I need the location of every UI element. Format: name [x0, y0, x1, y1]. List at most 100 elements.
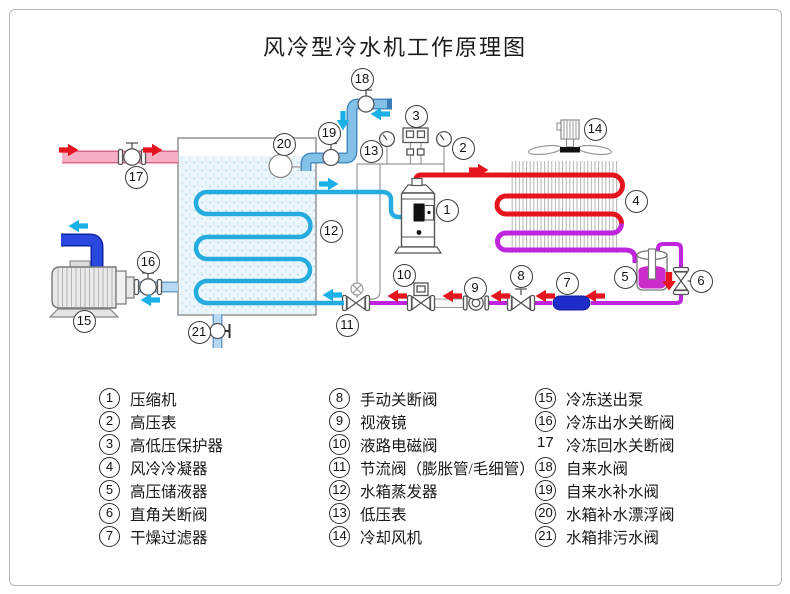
hollow-pipe-segment: [431, 298, 466, 308]
callout-15: 15: [72, 309, 96, 333]
legend-label: 高压储液器: [130, 483, 208, 501]
legend-item: 20 水箱补水漂浮阀: [535, 502, 675, 525]
legend-num: 5: [99, 480, 120, 501]
legend-num: 14: [329, 526, 350, 547]
cooling-fan: [528, 119, 612, 156]
legend-num: 8: [329, 388, 350, 409]
legend-item: 18 自来水阀: [535, 456, 675, 479]
chilled-water-pump: [48, 260, 135, 318]
callout-17: 17: [124, 165, 148, 189]
legend-label: 手动关断阀: [360, 391, 438, 409]
pump-discharge-pipe: [61, 233, 104, 269]
legend-label: 液路电磁阀: [360, 437, 438, 455]
manual-shutoff-valve: [506, 288, 536, 312]
callout-13: 13: [359, 139, 383, 163]
callout-9: 9: [463, 276, 487, 300]
tap-water-pipe: [300, 98, 392, 171]
high-pressure-gauge: [435, 130, 453, 148]
callout-11: 11: [335, 313, 359, 337]
evaporator-coil: [193, 189, 403, 306]
legend-item: 6 直角关断阀: [99, 502, 223, 525]
legend-num: 18: [535, 457, 556, 478]
legend-label: 高压表: [130, 414, 177, 432]
legend-num: 1: [99, 388, 120, 409]
legend-label: 自来水补水阀: [566, 483, 660, 501]
air-cooled-condenser: [413, 161, 638, 263]
callout-19: 19: [317, 121, 341, 145]
discharge-line: [413, 172, 625, 224]
throttle-valve: [341, 294, 371, 312]
legend-num: 11: [329, 457, 350, 478]
legend-label: 直角关断阀: [130, 506, 208, 524]
capillary-coil: [350, 282, 364, 296]
legend-num: 12: [329, 480, 350, 501]
legend-label: 低压表: [360, 506, 407, 524]
callout-14: 14: [583, 117, 607, 141]
legend-label: 冷冻回水关断阀: [566, 437, 675, 455]
border-frame: [9, 9, 782, 586]
legend-num: 3: [99, 434, 120, 455]
legend-item: 5 高压储液器: [99, 479, 223, 502]
drain-valve: [209, 322, 231, 340]
legend-item: 2 高压表: [99, 410, 223, 433]
flow-arrows: [59, 107, 676, 307]
callout-8: 8: [509, 264, 533, 288]
callout-12: 12: [319, 219, 343, 243]
solenoid-valve: [406, 282, 436, 312]
legend-label: 冷却风机: [360, 529, 423, 547]
callout-16: 16: [136, 250, 160, 274]
legend-label: 水箱排污水阀: [566, 529, 660, 547]
legend-item: 12 水箱蒸发器: [329, 479, 535, 502]
callout-6: 6: [689, 269, 713, 293]
callout-18: 18: [350, 67, 374, 91]
condensed-line: [495, 223, 638, 263]
tap-water-valve: [357, 89, 375, 113]
legend-label: 节流阀（膨胀管/毛细管）: [360, 460, 535, 478]
callout-3: 3: [404, 104, 428, 128]
legend-label: 风冷冷凝器: [130, 460, 208, 478]
callout-21: 21: [187, 320, 211, 344]
float-valve-ball: [268, 153, 293, 179]
page-title: 风冷型冷水机工作原理图: [262, 35, 527, 60]
callout-2: 2: [451, 136, 475, 160]
low-pressure-gauge: [378, 130, 396, 148]
legend-num: 6: [99, 503, 120, 524]
legend-label: 压缩机: [130, 391, 177, 409]
legend-item: 13 低压表: [329, 502, 535, 525]
legend-label: 水箱补水漂浮阀: [566, 506, 675, 524]
legend-label: 干燥过滤器: [130, 529, 208, 547]
legend-item: 14 冷却风机: [329, 525, 535, 548]
legend-item: 8 手动关断阀: [329, 387, 535, 410]
legend-item: 19 自来水补水阀: [535, 479, 675, 502]
legend-num: 19: [535, 480, 556, 501]
legend-label: 自来水阀: [566, 460, 629, 478]
liquid-receiver: [636, 248, 668, 291]
legend-num: 7: [99, 526, 120, 547]
liquid-line: [370, 242, 683, 308]
legend-item: 7 干燥过滤器: [99, 525, 223, 548]
legend-num: 20: [535, 503, 556, 524]
legend-num: 4: [99, 457, 120, 478]
legend-item: 4 风冷冷凝器: [99, 456, 223, 479]
legend-num: 10: [329, 434, 350, 455]
legend-label: 水箱蒸发器: [360, 483, 438, 501]
callout-1: 1: [435, 198, 459, 222]
legend-label: 冷冻出水关断阀: [566, 414, 675, 432]
drier-filter: [552, 295, 591, 311]
chilled-return-valve: [117, 142, 147, 166]
legend-num: 2: [99, 411, 120, 432]
legend-num: 13: [329, 503, 350, 524]
callout-20: 20: [272, 132, 296, 156]
pressure-protector: [402, 127, 429, 144]
makeup-water-valve: [322, 142, 340, 167]
callout-5: 5: [613, 265, 637, 289]
compressor: [393, 177, 443, 254]
